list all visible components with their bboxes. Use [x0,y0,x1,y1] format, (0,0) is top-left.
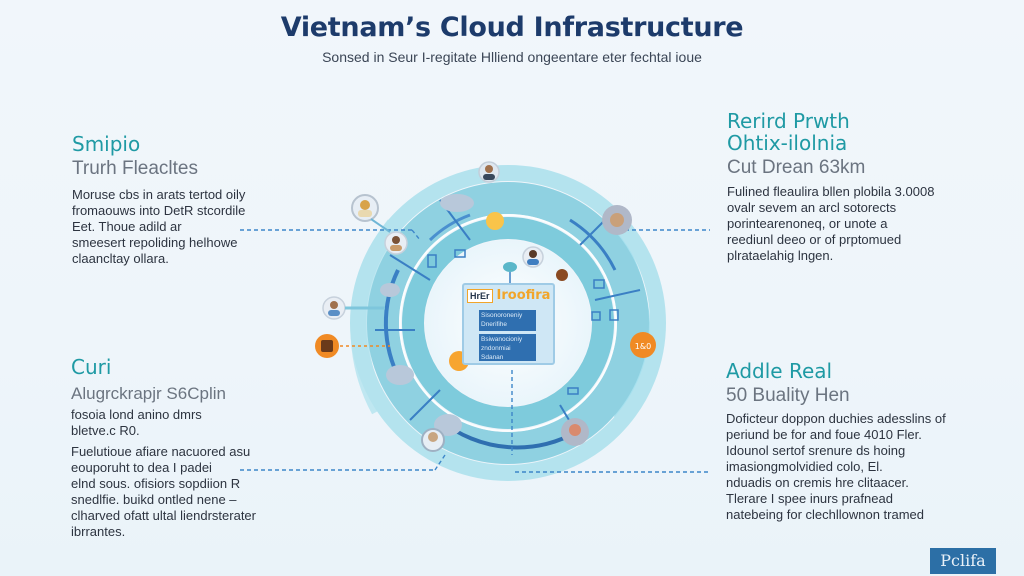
avatar-connector [370,218,391,233]
page-subtitle: Sonsed in Seur I-regitate Hlliend ongeen… [322,49,702,65]
panel-subheading: Cut Drean 63km [727,157,866,178]
panel-heading-line-1: Rerird Prwth [727,109,850,133]
center-card-title: Iroofira [496,288,551,303]
gear-icon [602,205,632,235]
panel-subheading: Alugrckrapjr S6Cplin [71,384,226,403]
panel-heading: Addle Real [726,359,833,383]
avatar-person-center [522,246,544,268]
ring-outer [350,165,666,481]
ring-inner [402,217,614,429]
ring-inner-line [399,214,617,432]
connector-lines [240,229,710,473]
orange-badge-right: 1&0 [630,332,656,358]
radial-spokes [375,199,641,431]
server-icon [503,262,517,285]
panel-body: Fulined fleaulira bllen plobila 3.0008 o… [727,184,935,263]
brown-node-icon [556,269,568,281]
gear-icon-bottom [561,418,589,446]
panel-bottom-left: Curi Alugrckrapjr S6Cplin fosoia lond an… [71,356,281,540]
center-card: HrEr Iroofira Sisonoroneniy Dnerifihe Bs… [462,283,555,365]
arc-segment-4 [428,213,471,242]
device-icons [427,249,619,395]
panel-heading-line-2: Ohtix-ilolnia [727,131,848,155]
svg-text:1&0: 1&0 [635,342,651,351]
page-title: Vietnam’s Cloud Infrastructure [280,12,744,43]
avatar-person-bottom [421,428,445,452]
center-card-row-1[interactable]: Sisonoroneniy Dnerifihe [479,310,536,331]
orange-badge-left [315,334,339,358]
panel-heading: Smipio [72,132,141,156]
avatar-person-left-upper [351,194,379,222]
avatar-person-left-lower [322,296,346,320]
panel-bottom-right: Addle Real 50 Buality Hen Doficteur dopp… [726,360,976,523]
center-card-tag: HrEr [467,288,493,303]
panel-body: Fuelutioue afiare nacuored asu eouporuht… [71,444,256,539]
panel-body: Doficteur doppon duchies adesslins of pe… [726,411,946,522]
arc-segment-3 [569,218,617,271]
panel-subheading: 50 Buality Hen [726,385,850,406]
center-card-row-2[interactable]: Bsiwanocioniy zndonmiai Sdanan [479,334,536,361]
sun-icon [486,212,504,230]
avatar-person-top [478,161,500,183]
panel-body: Moruse cbs in arats tertod oily fromaouw… [72,187,246,266]
panel-heading: Curi [71,355,112,379]
panel-top-right: Rerird Prwth Ohtix-ilolnia Cut Drean 63k… [727,110,967,264]
panel-top-left: Smipio Trurh Fleacltes Moruse cbs in ara… [72,133,272,267]
avatar-person-left-mid [384,231,408,255]
panel-intro: fosoia lond anino dmrs bletve.c R0. [71,407,202,438]
cloud-icon [380,194,474,436]
brand-badge[interactable]: Pclifa [930,548,996,574]
panel-subheading: Trurh Fleacltes [72,158,198,179]
